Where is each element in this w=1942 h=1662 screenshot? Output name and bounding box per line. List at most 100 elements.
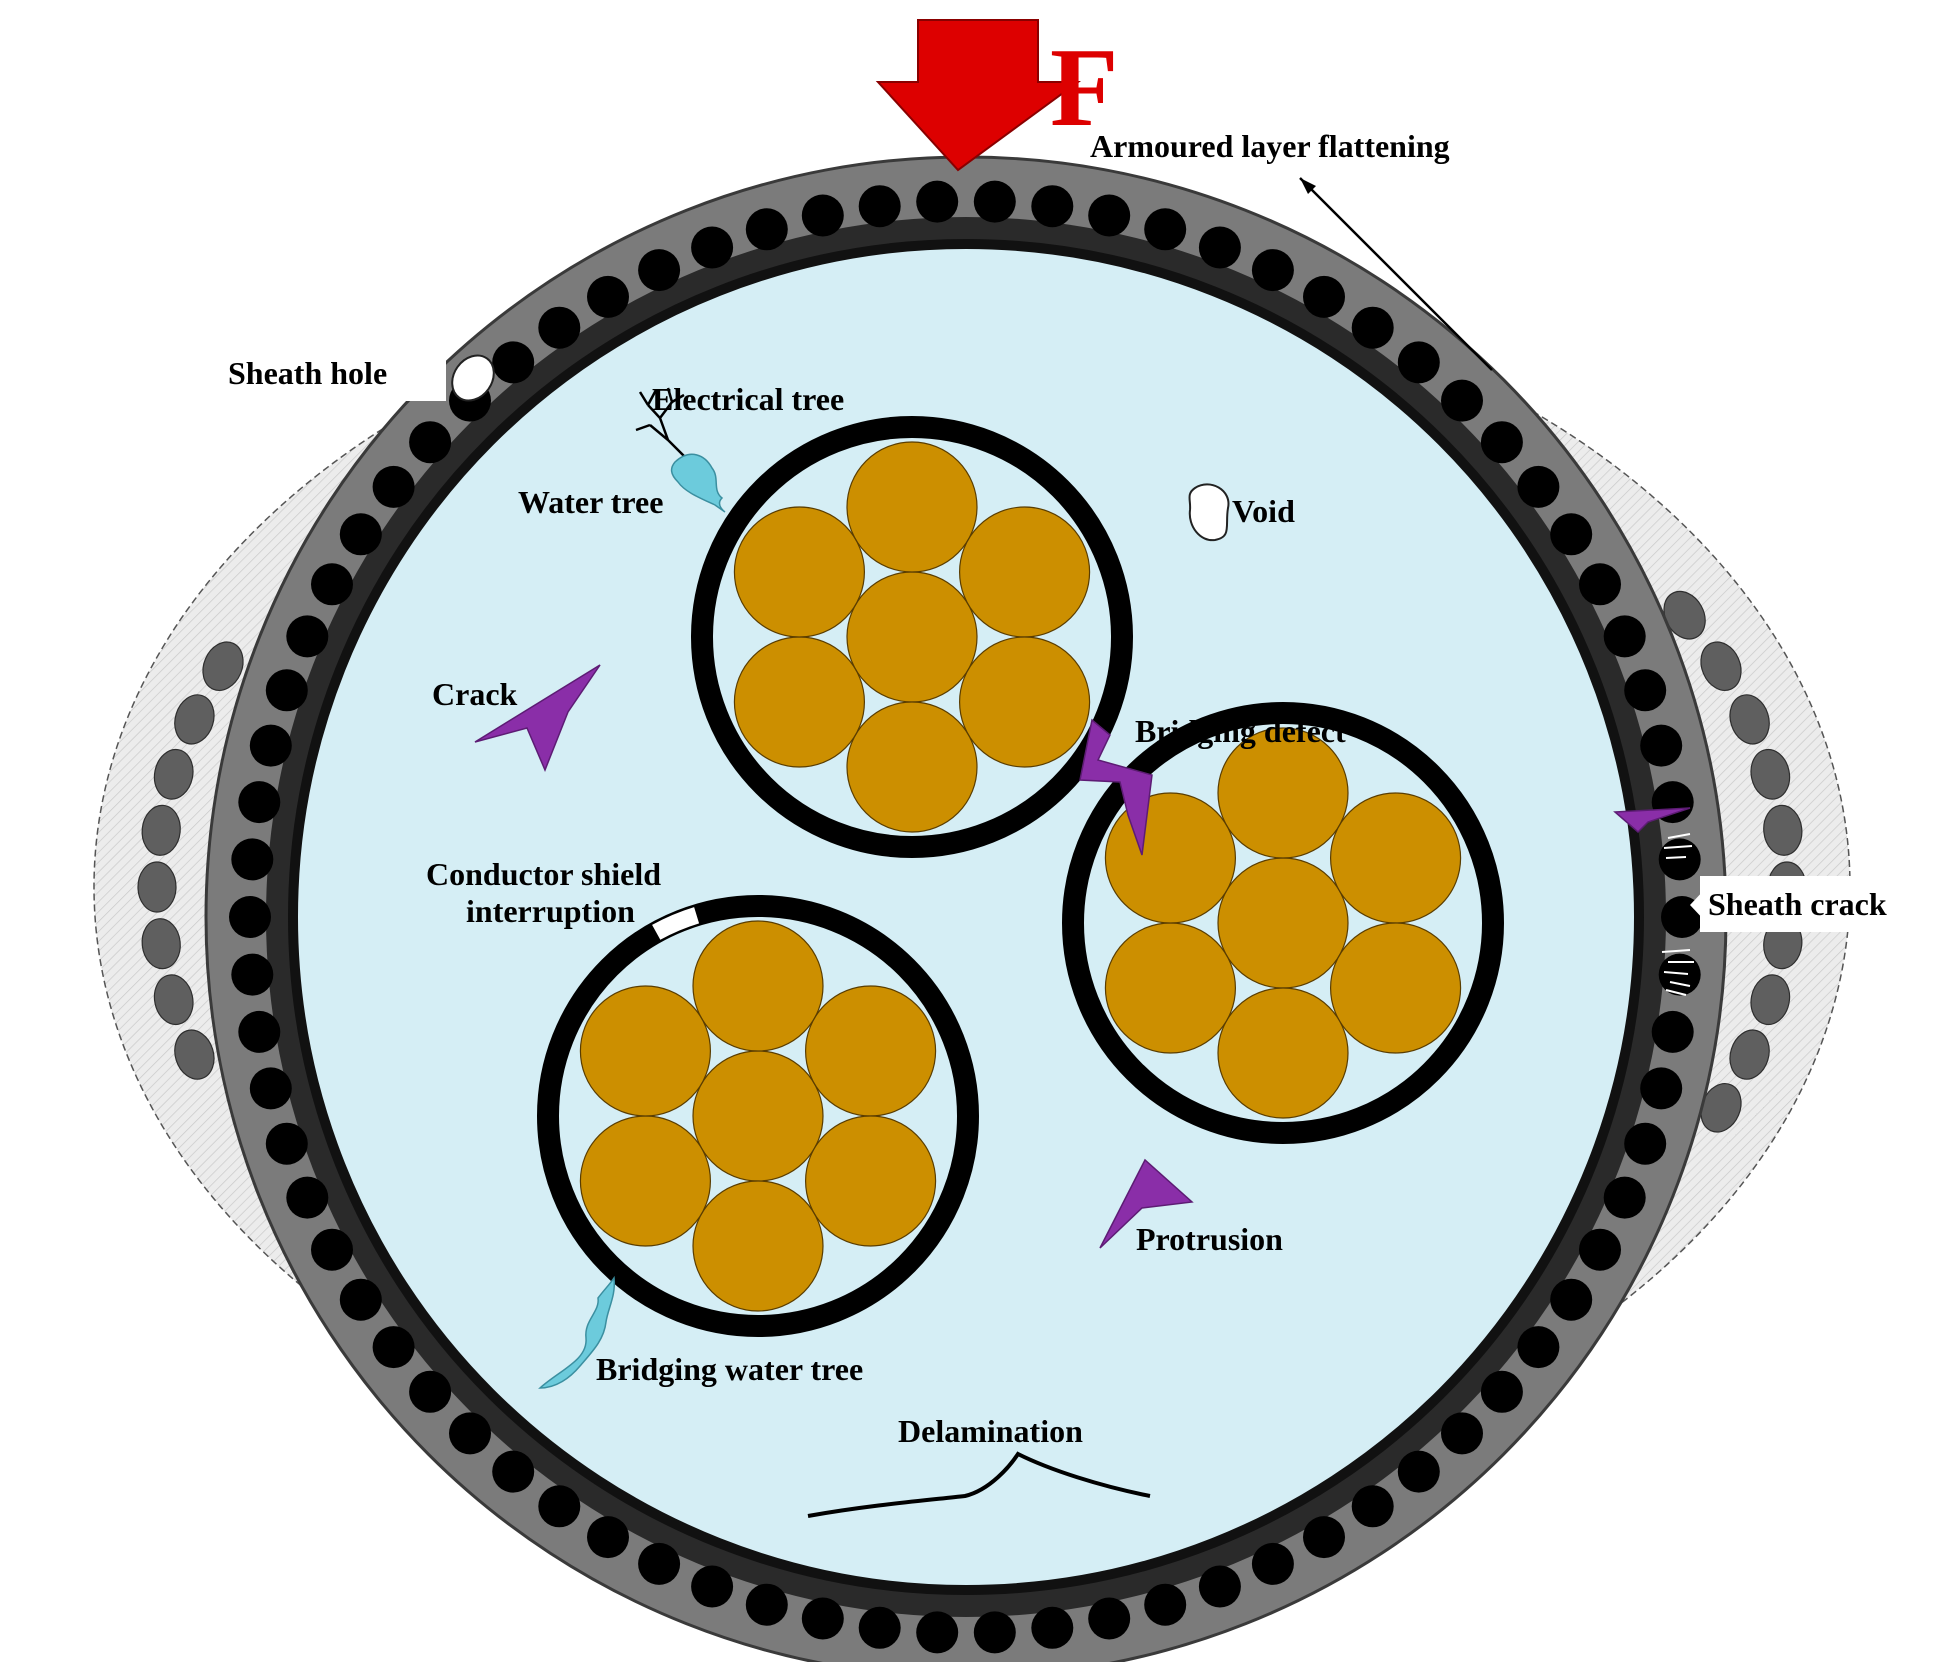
delamination-gap [807, 1451, 1151, 1518]
outer-armour-wire [141, 918, 181, 970]
label-electrical-tree: Electrical tree [652, 381, 844, 417]
armour-wire [265, 1122, 308, 1165]
armour-wire [1144, 208, 1187, 251]
core-top [691, 416, 1133, 858]
label-water-tree: Water tree [518, 484, 663, 520]
armour-wire [1640, 724, 1683, 767]
armour-wire [801, 1597, 844, 1640]
conductor-strand [579, 985, 712, 1117]
armour-wire [538, 306, 581, 349]
armour-wire [311, 1228, 353, 1271]
armour-wire [249, 724, 292, 767]
armour-wire [587, 1516, 629, 1559]
armour-wire [538, 1485, 581, 1528]
conductor-strand [1217, 857, 1349, 989]
armour-wire [1397, 1450, 1440, 1493]
core-right [1062, 702, 1504, 1144]
armour-wire [1441, 1412, 1483, 1455]
flattening-arrowhead [1300, 178, 1316, 194]
armour-wire [1579, 563, 1621, 606]
armour-wire [916, 1611, 959, 1654]
armour-wire [1251, 1542, 1294, 1585]
label-bridging-water-tree: Bridging water tree [596, 1351, 863, 1387]
outer-armour-wire [1729, 694, 1770, 745]
conductor-strand [958, 636, 1091, 768]
armour-wire [286, 615, 329, 658]
label-sheath-crack: Sheath crack [1708, 886, 1887, 922]
conductor-strand [804, 985, 937, 1117]
label-void: Void [1232, 493, 1295, 529]
conductor-strand [733, 636, 866, 768]
armour-wire [1088, 194, 1131, 237]
armour-wire [492, 341, 535, 384]
armour-wire [691, 1565, 734, 1608]
crack [474, 664, 601, 772]
armour-wires [229, 180, 1703, 1654]
outer-armour-wire [1750, 974, 1791, 1026]
armour-wire [858, 185, 901, 228]
outer-armour-wire [1700, 641, 1742, 691]
armour-wire [1303, 1516, 1345, 1559]
armour-wire [745, 1583, 788, 1626]
armour-wire [1351, 1485, 1394, 1528]
sheath-hole-label-bg [222, 345, 446, 401]
armour-wire [1651, 1010, 1694, 1053]
outer-armour-wire [153, 748, 194, 800]
armour-wire [973, 1611, 1016, 1654]
conductor-strand [692, 1050, 824, 1182]
armour-wire [1517, 1326, 1560, 1369]
armour-wire [691, 226, 734, 269]
label-sheath-hole: Sheath hole [228, 355, 387, 391]
label-crack: Crack [432, 676, 518, 712]
conductor-strand [733, 506, 866, 638]
label-conductor-shield-line1: Conductor shield [426, 856, 661, 892]
armour-wire [1031, 1606, 1074, 1649]
armour-wire [231, 953, 274, 996]
void [1188, 483, 1230, 542]
electrical-tree [635, 387, 691, 463]
armour-wire [1603, 1176, 1646, 1219]
conductor-strand [1217, 727, 1349, 859]
armour-wire [858, 1606, 901, 1649]
label-conductor-shield-line2: interruption [466, 893, 635, 929]
conductor-strand [1329, 792, 1462, 924]
core-left [537, 895, 979, 1337]
sheath-crack [1613, 807, 1691, 834]
armour-wire [311, 563, 353, 606]
conductor-strand [1217, 987, 1349, 1119]
armour-wire [339, 1278, 382, 1321]
armour-wire [1198, 1565, 1241, 1608]
armour-wire [1603, 615, 1646, 658]
conductor-strand [804, 1115, 937, 1247]
conductor-cores [537, 416, 1504, 1337]
armour-wire [1658, 953, 1701, 996]
armour-wire [249, 1067, 292, 1110]
conductor-strand [1104, 922, 1237, 1054]
force-arrow [875, 19, 1082, 172]
bridging-defect [1079, 718, 1153, 856]
armour-wire [638, 249, 681, 292]
conductor-strand [692, 920, 824, 1052]
armour-wire [1517, 465, 1560, 508]
armour-wire [1550, 513, 1593, 556]
conductor-strand [692, 1180, 824, 1312]
outer-armour-wire [174, 1029, 215, 1080]
armour-wire [1441, 379, 1483, 422]
label-delamination: Delamination [898, 1413, 1083, 1449]
armour-wire [229, 896, 271, 938]
armour-wire [265, 669, 308, 712]
armour-wire [1397, 341, 1440, 384]
label-armoured-layer-flattening: Armoured layer flattening [1090, 128, 1450, 164]
force-label: F [1050, 26, 1118, 150]
armour-wire [1198, 226, 1241, 269]
outer-armour-wire [1729, 1029, 1770, 1080]
outer-armour-wire [141, 804, 181, 856]
armour-wire [745, 208, 788, 251]
armour-wire [492, 1450, 535, 1493]
flattening-pointer [1299, 177, 1493, 371]
armour-wire [638, 1542, 681, 1585]
armour-wire [1480, 1370, 1523, 1413]
outer-armour-wires [137, 590, 1807, 1133]
conductor-strand [579, 1115, 712, 1247]
